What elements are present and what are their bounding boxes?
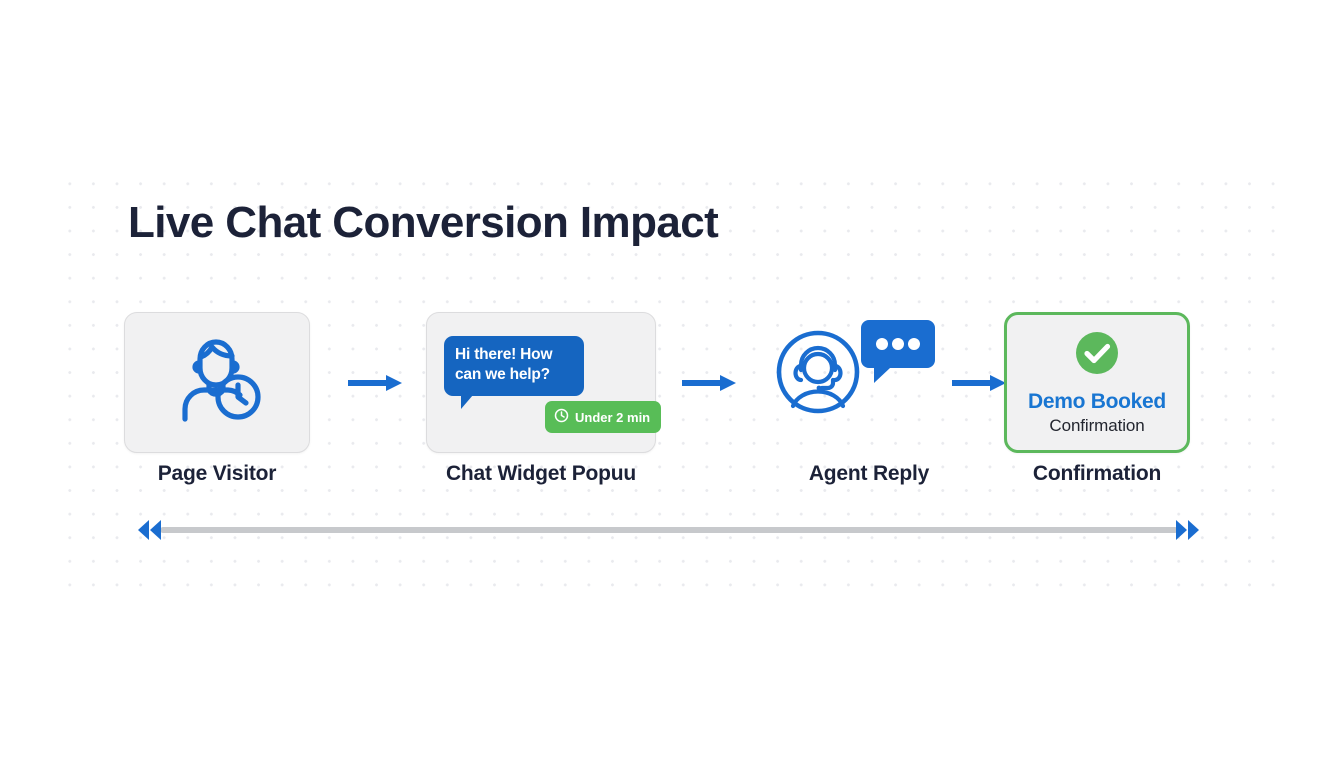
typing-dots-bubble-icon xyxy=(860,319,936,390)
check-circle-icon xyxy=(1074,330,1120,381)
flow-stage-confirmation[interactable]: Demo Booked Confirmation Confirmation xyxy=(1004,312,1190,492)
timeline-scrubber[interactable] xyxy=(136,518,1201,542)
process-flow: Page Visitor Hi there! How can we help? xyxy=(124,312,1214,492)
visitor-with-clock-icon xyxy=(171,337,263,428)
clock-icon xyxy=(554,408,569,426)
confirmation-card[interactable]: Demo Booked Confirmation xyxy=(1004,312,1190,453)
chat-bubble-message: Hi there! How can we help? xyxy=(444,336,584,409)
response-time-badge: Under 2 min xyxy=(545,401,662,433)
headset-agent-icon xyxy=(776,330,860,419)
response-time-label: Under 2 min xyxy=(575,409,651,425)
agent-reply-card[interactable] xyxy=(776,312,962,453)
connector-arrow-1 xyxy=(348,374,408,392)
arrow-right-icon xyxy=(952,375,1008,396)
stage-label-chat-widget-popup: Chat Widget Popuu xyxy=(445,462,637,485)
stage-label-confirmation: Confirmation xyxy=(1032,462,1162,485)
rewind-double-chevron-left-icon[interactable] xyxy=(136,518,164,547)
page-visitor-card[interactable] xyxy=(124,312,310,453)
confirmation-subtitle: Confirmation xyxy=(1049,415,1145,435)
arrow-right-icon xyxy=(682,375,738,396)
confirmation-title: Demo Booked xyxy=(1028,389,1166,413)
arrow-right-icon xyxy=(348,375,404,396)
connector-arrow-3 xyxy=(952,374,1012,392)
flow-stage-agent-reply[interactable]: Agent Reply xyxy=(776,312,962,492)
flow-stage-chat-widget-popup[interactable]: Hi there! How can we help? Under 2 min C… xyxy=(426,312,662,492)
fastforward-double-chevron-right-icon[interactable] xyxy=(1173,518,1201,547)
timeline-track[interactable] xyxy=(160,527,1178,533)
chat-widget-card[interactable]: Hi there! How can we help? Under 2 min xyxy=(426,312,662,453)
page-title: Live Chat Conversion Impact xyxy=(128,198,719,247)
connector-arrow-2 xyxy=(682,374,742,392)
stage-label-page-visitor: Page Visitor xyxy=(157,462,277,485)
flow-stage-page-visitor[interactable]: Page Visitor xyxy=(124,312,310,492)
stage-label-agent-reply: Agent Reply xyxy=(808,462,930,485)
